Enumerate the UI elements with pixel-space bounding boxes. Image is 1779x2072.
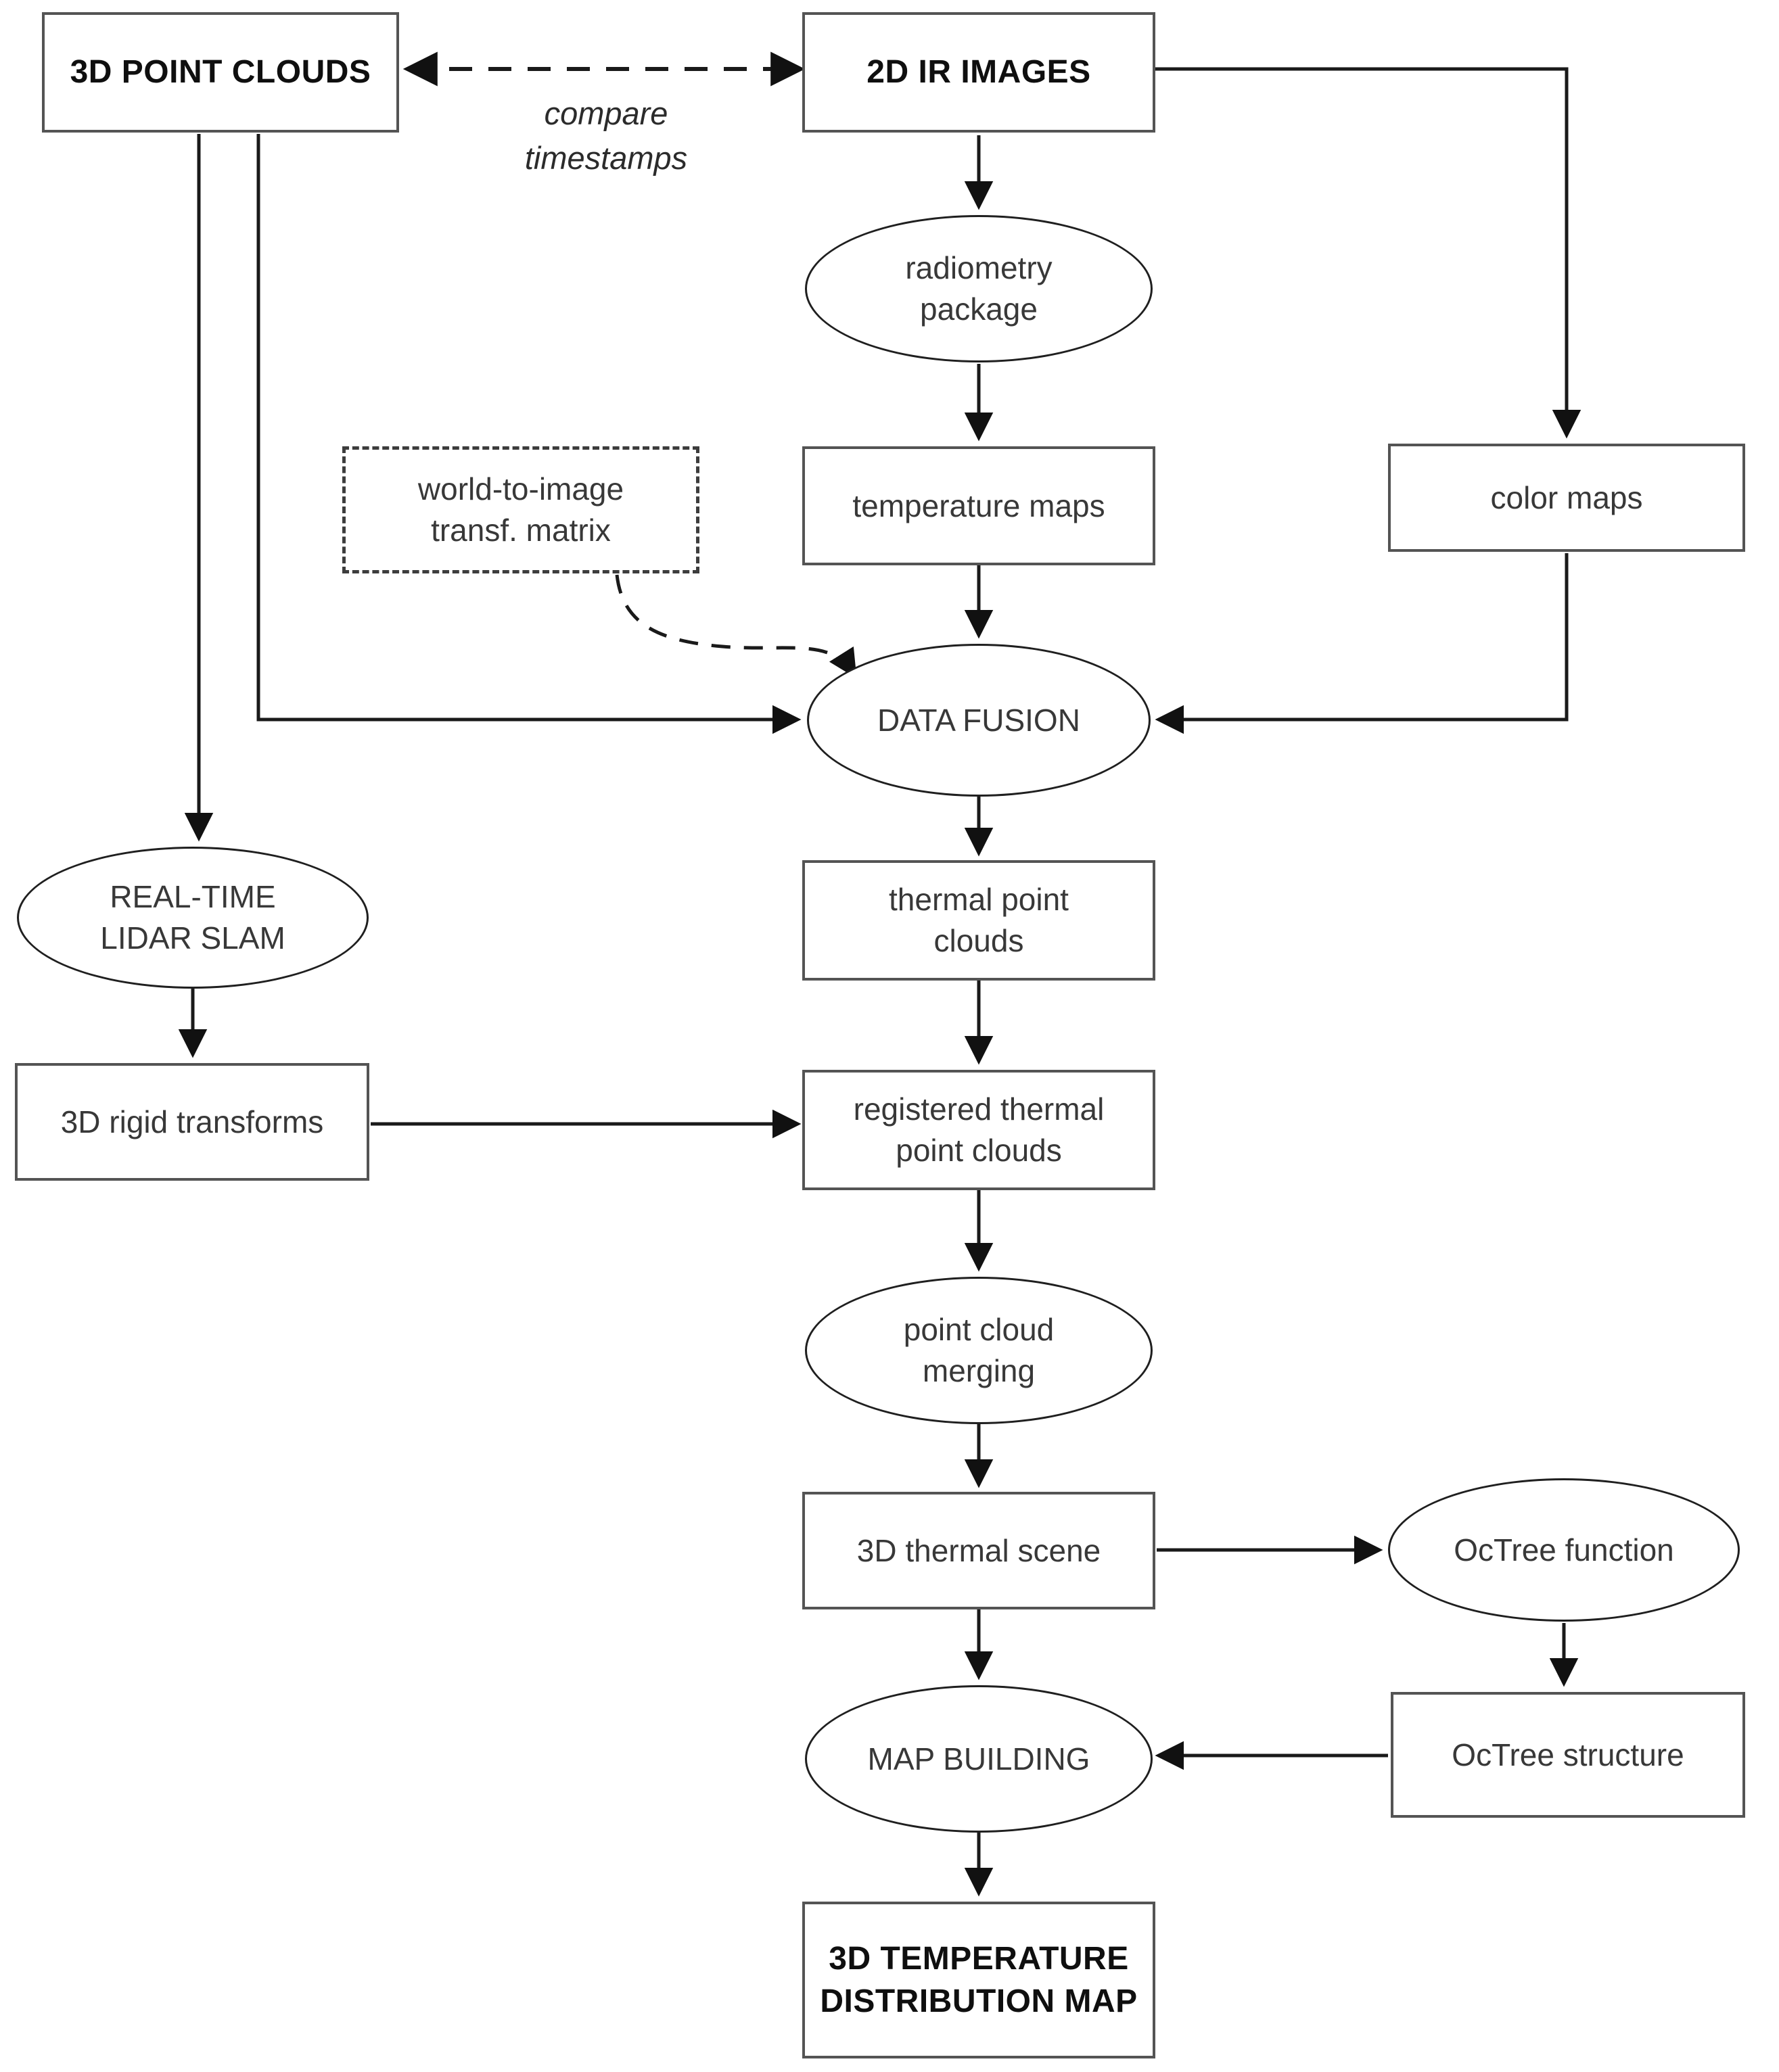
node-registered-thermal-point-clouds: registered thermal point clouds (802, 1070, 1155, 1190)
node-world-to-image-transf-matrix: world-to-image transf. matrix (342, 446, 699, 573)
node-3d-rigid-transforms: 3D rigid transforms (15, 1063, 369, 1181)
node-map-building: MAP BUILDING (805, 1685, 1153, 1833)
node-data-fusion: DATA FUSION (807, 644, 1151, 797)
node-temperature-maps: temperature maps (802, 446, 1155, 565)
connector-world-to-image-to-data-fusion (615, 574, 857, 679)
node-3d-point-clouds: 3D POINT CLOUDS (42, 12, 399, 133)
node-octree-structure: OcTree structure (1391, 1692, 1745, 1818)
node-3d-temperature-distribution-map: 3D TEMPERATURE DISTRIBUTION MAP (802, 1902, 1155, 2058)
node-radiometry-package: radiometry package (805, 215, 1153, 362)
node-color-maps: color maps (1388, 444, 1745, 552)
connector-point-clouds-to-data-fusion (256, 134, 802, 734)
node-2d-ir-images: 2D IR IMAGES (802, 12, 1155, 133)
node-real-time-lidar-slam: REAL-TIME LIDAR SLAM (17, 847, 369, 989)
connector-ir-images-to-color-maps (1155, 67, 1581, 439)
node-thermal-point-clouds: thermal point clouds (802, 860, 1155, 981)
connector-color-maps-to-data-fusion (1155, 553, 1569, 734)
node-octree-function: OcTree function (1388, 1478, 1740, 1622)
node-point-cloud-merging: point cloud merging (805, 1277, 1153, 1424)
node-3d-thermal-scene: 3D thermal scene (802, 1492, 1155, 1609)
edge-label-compare-timestamps: compare timestamps (453, 85, 759, 187)
